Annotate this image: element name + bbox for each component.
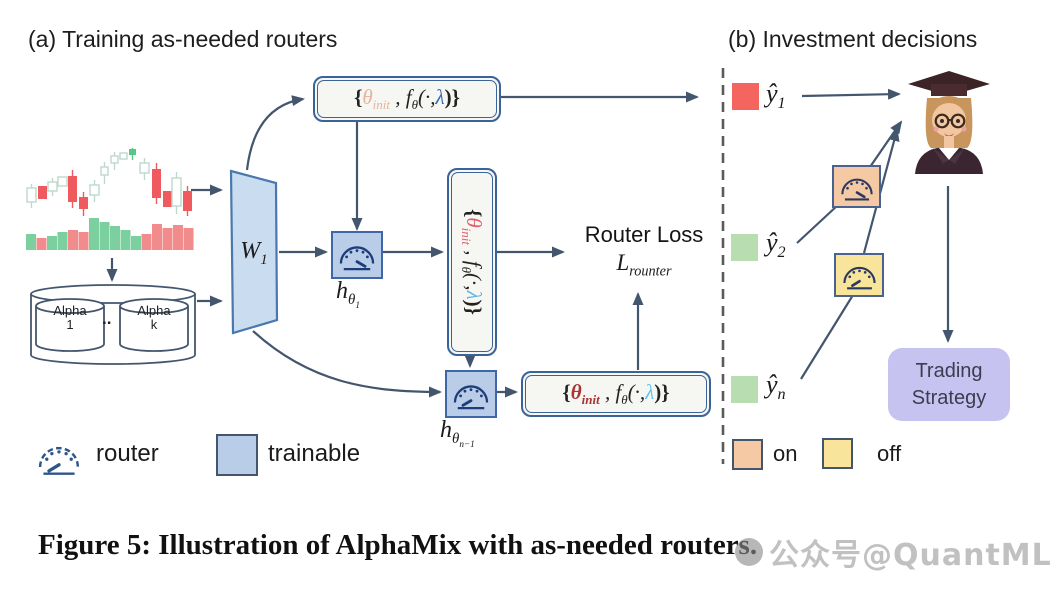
yn-square <box>731 376 758 403</box>
formula-top: {θinit , fθ(·,λ)} <box>354 84 460 113</box>
y1-label: ŷ1 <box>766 79 786 113</box>
trading-strategy-box: Trading Strategy <box>888 348 1010 421</box>
lambda-symbol: λ <box>462 290 487 300</box>
trainable-legend-label: trainable <box>268 440 361 467</box>
expert-investor-icon <box>908 71 990 174</box>
off-legend-label: off <box>877 441 902 466</box>
y2-label: ŷ2 <box>766 228 786 262</box>
h-theta-1-label: hθ1 <box>336 278 360 310</box>
h-theta-n-1-label: hθn−1 <box>440 417 475 449</box>
expert-params-box-vertical: {θinit , fθ(·,λ)} <box>447 168 497 356</box>
candles <box>26 148 192 216</box>
router-h-theta-n-1 <box>445 370 497 418</box>
alpha-dots: .. <box>102 309 112 328</box>
router-legend-gauge-icon <box>38 446 80 475</box>
gauge-icon <box>339 246 375 271</box>
on-legend-square <box>732 439 763 470</box>
expert-params-box-bottom: {θinit , fθ(·,λ)} <box>521 371 711 417</box>
off-legend-square <box>822 438 853 469</box>
y2-square <box>731 234 758 261</box>
router-loss-label: Router Loss Lrounter <box>584 222 704 280</box>
router-legend-label: router <box>96 440 159 467</box>
lambda-symbol: λ <box>645 379 655 404</box>
formula-vertical: {θinit , fθ(·,λ)} <box>458 209 487 315</box>
on-legend-label: on <box>773 441 798 466</box>
yn-label: ŷn <box>766 370 786 404</box>
watermark-text: 公众号@QuantML <box>769 538 1052 573</box>
y1-square <box>732 83 759 110</box>
gauge-icon <box>842 266 876 290</box>
router-off <box>834 253 884 297</box>
theta-init-symbol: θ <box>362 84 373 109</box>
alpha-database <box>30 284 196 365</box>
gauge-icon <box>840 178 873 201</box>
w1-label: W1 <box>240 238 268 268</box>
router-on <box>832 165 881 208</box>
panel-a-title: (a) Training as-needed routers <box>28 26 338 52</box>
formula-bottom: {θinit , fθ(·,λ)} <box>562 379 670 408</box>
theta-init-symbol: θ <box>462 217 487 228</box>
trainable-legend-square <box>216 434 258 476</box>
volume-bars <box>26 218 194 250</box>
gauge-icon <box>453 385 489 410</box>
expert-params-box-top: {θinit , fθ(·,λ)} <box>313 76 501 122</box>
figure-caption: Figure 5: Illustration of AlphaMix with … <box>38 529 758 561</box>
lambda-symbol: λ <box>435 84 445 109</box>
router-h-theta-1 <box>331 231 383 279</box>
w1-layer-shape <box>229 169 279 335</box>
watermark-logo-icon <box>735 538 763 566</box>
panel-b-title: (b) Investment decisions <box>728 26 978 52</box>
watermark: 公众号@QuantML <box>735 530 1052 574</box>
candlestick-chart-illustration <box>26 148 194 250</box>
theta-init-symbol: θ <box>570 379 582 404</box>
